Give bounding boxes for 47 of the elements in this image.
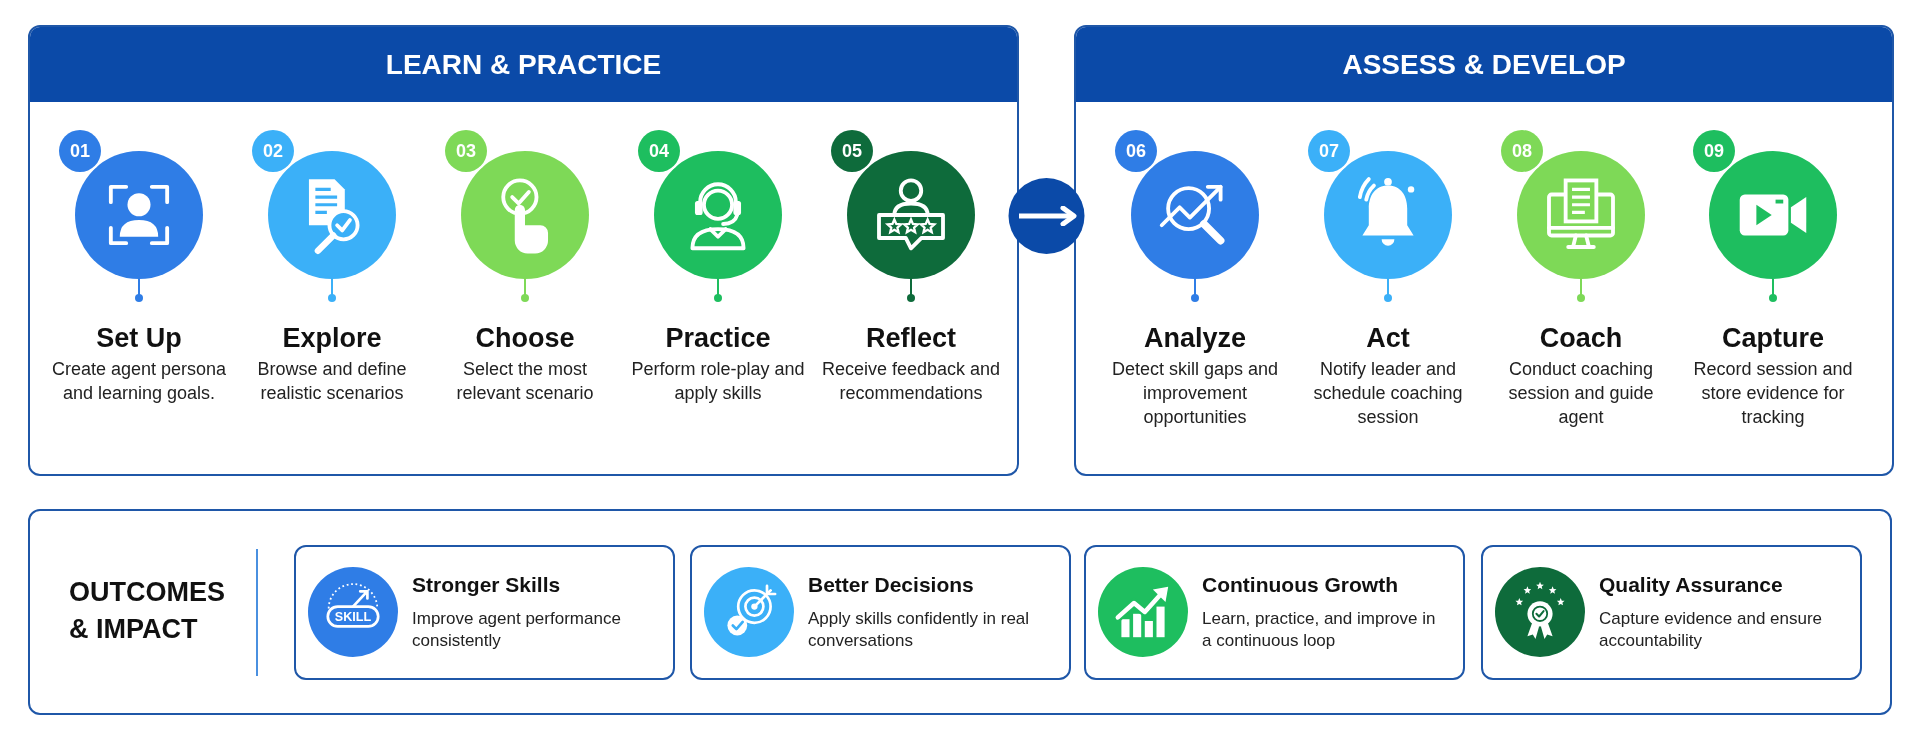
outcome-card	[1481, 545, 1862, 680]
step-description: Notify leader and schedule coaching session	[1312, 358, 1464, 429]
step-description: Browse and define realistic scenarios	[256, 358, 408, 405]
section-panel	[28, 509, 1892, 715]
arrow	[1019, 205, 1077, 227]
step-number: 05	[831, 130, 873, 172]
step-title: Capture	[1722, 322, 1824, 355]
step-title: Explore	[282, 322, 382, 355]
card-description: Improve agent performance consistently	[412, 608, 622, 652]
section-panel	[28, 25, 1019, 476]
step-description: Receive feedback and recommendations	[820, 358, 1002, 405]
card-title: Continuous Growth	[1202, 573, 1398, 597]
step-number: 07	[1308, 130, 1350, 172]
card-description: Apply skills confidently in real conversations	[808, 608, 1031, 652]
step-title: Choose	[475, 322, 575, 355]
section-panel	[1074, 25, 1894, 476]
card-title: Better Decisions	[808, 573, 974, 597]
card-description: Capture evidence and ensure accountability	[1599, 608, 1824, 652]
step-number: 03	[445, 130, 487, 172]
card-description: Learn, practice, and improve in a continuous loop	[1202, 608, 1437, 652]
step-description: Perform role-play and apply skills	[630, 358, 806, 405]
step-number: 01	[59, 130, 101, 172]
outcome-card	[1084, 545, 1465, 680]
step-description: Detect skill gaps and improvement opportunities	[1110, 358, 1280, 429]
step-description: Create agent persona and learning goals.	[50, 358, 228, 405]
step-title: Coach	[1539, 322, 1623, 355]
section-title: OUTCOMES & IMPACT	[69, 576, 226, 646]
card-title: Stronger Skills	[412, 573, 561, 597]
panel-header: LEARN & PRACTICE	[30, 27, 1017, 102]
step-number: 08	[1501, 130, 1543, 172]
step-title: Analyze	[1144, 322, 1246, 355]
step-description: Select the most relevant scenario	[455, 358, 595, 405]
panel-header: ASSESS & DEVELOP	[1076, 27, 1892, 102]
step-title: Practice	[665, 322, 771, 355]
icon-label: SKILL	[334, 610, 372, 624]
outcome-card	[690, 545, 1071, 680]
step-number: 09	[1693, 130, 1735, 172]
outcome-card	[294, 545, 675, 680]
step-number: 02	[252, 130, 294, 172]
step-title: Set Up	[96, 322, 182, 355]
step-description: Conduct coaching session and guide agent	[1507, 358, 1655, 429]
step-title: Act	[1366, 322, 1410, 355]
step-description: Record session and store evidence for tracking	[1692, 358, 1854, 429]
step-title: Reflect	[866, 322, 956, 355]
card-title: Quality Assurance	[1599, 573, 1783, 597]
step-number: 04	[638, 130, 680, 172]
step-number: 06	[1115, 130, 1157, 172]
